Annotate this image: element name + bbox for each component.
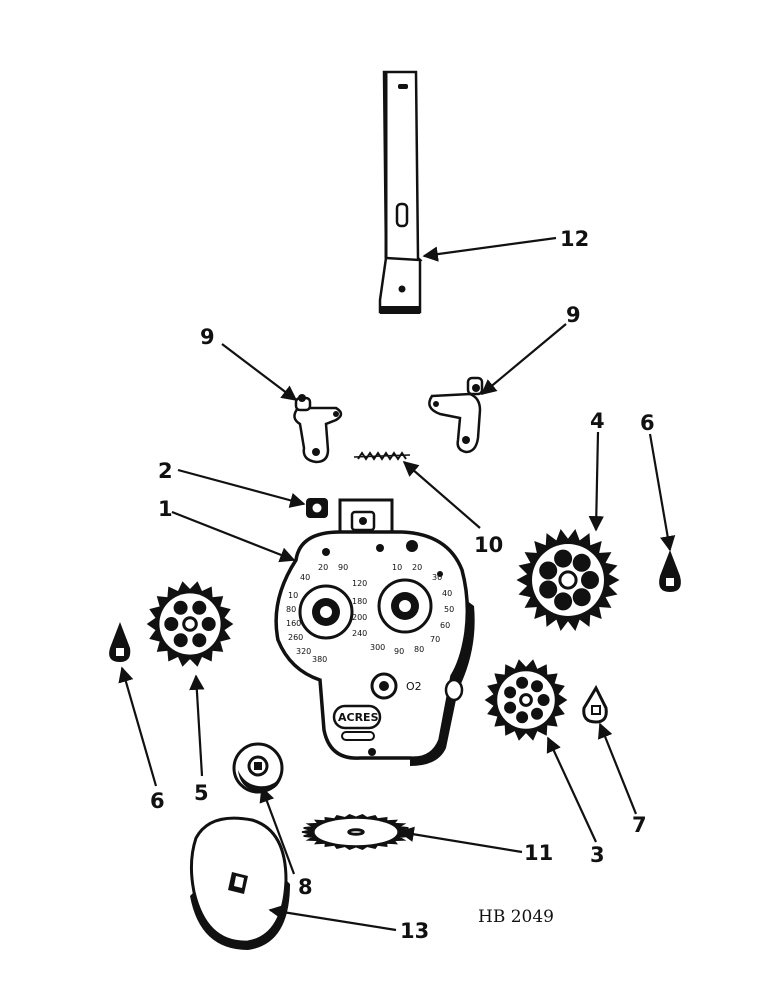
- dial-scale: 10 80 160 260 320 380 40 20 90 120 180 2…: [286, 563, 454, 664]
- part-9-left-arm: [293, 394, 343, 464]
- svg-text:200: 200: [352, 613, 367, 622]
- part-6-right-pawl: [659, 550, 681, 592]
- part-4-gear: [516, 528, 620, 632]
- part-7-pawl: [582, 684, 608, 724]
- part-10-spring: [353, 451, 411, 461]
- svg-text:120: 120: [352, 579, 367, 588]
- callout-12: 12: [560, 227, 589, 251]
- svg-text:10: 10: [392, 563, 402, 572]
- gear-hole: [164, 617, 179, 631]
- callout-2: 2: [158, 459, 173, 483]
- callout-labels: 12 9 9 4 6 2 1 10 6 5 7 3 11 8 13 HB 204…: [150, 227, 655, 943]
- svg-text:260: 260: [288, 633, 303, 642]
- svg-text:30: 30: [432, 573, 442, 582]
- callout-8: 8: [298, 875, 313, 899]
- gear-hole: [192, 633, 207, 648]
- svg-text:80: 80: [414, 645, 424, 654]
- gear-hole: [554, 592, 573, 611]
- svg-text:40: 40: [300, 573, 310, 582]
- part-3-gear: [484, 659, 568, 741]
- svg-text:90: 90: [394, 647, 404, 656]
- gear-hole: [173, 633, 188, 648]
- callout-11: 11: [524, 841, 553, 865]
- gear-hole: [531, 707, 543, 720]
- callout-3: 3: [590, 843, 605, 867]
- part-11-flat-gear: [301, 813, 411, 851]
- part-8-cam: [232, 742, 284, 794]
- svg-text:50: 50: [444, 605, 454, 614]
- part-1-counter-housing: 10 80 160 260 320 380 40 20 90 120 180 2…: [274, 498, 475, 766]
- gear-hole: [539, 580, 558, 599]
- leader-lines: [118, 236, 676, 932]
- callout-1: 1: [158, 497, 173, 521]
- gear-hole: [572, 588, 591, 607]
- gear-hub: [519, 693, 533, 707]
- callout-9-left: 9: [200, 325, 215, 349]
- part-9-right-arm: [428, 376, 484, 454]
- gear-hole: [201, 617, 216, 631]
- svg-text:80: 80: [286, 605, 296, 614]
- gear-hub: [182, 616, 198, 632]
- svg-text:180: 180: [352, 597, 367, 606]
- gear-hole: [537, 694, 550, 706]
- gear-hole: [516, 711, 529, 724]
- gear-hole: [554, 549, 573, 568]
- callout-6-left: 6: [150, 789, 165, 813]
- callout-5: 5: [194, 781, 209, 805]
- svg-text:10: 10: [288, 591, 298, 600]
- callout-9-right: 9: [566, 303, 581, 327]
- gear-hole: [539, 561, 558, 580]
- svg-text:320: 320: [296, 647, 311, 656]
- gear-hole: [572, 553, 591, 572]
- svg-text:160: 160: [286, 619, 301, 628]
- part-5-gear: [146, 581, 234, 667]
- gear-hub: [558, 570, 578, 590]
- gear-hole: [192, 600, 207, 615]
- gear-hole: [516, 676, 529, 689]
- gear-hub: [347, 828, 365, 836]
- callout-4: 4: [590, 409, 605, 433]
- gear-hole: [173, 600, 188, 615]
- part-13-cover: [189, 816, 290, 950]
- svg-text:240: 240: [352, 629, 367, 638]
- part-6-left-pawl: [109, 622, 131, 662]
- svg-text:300: 300: [370, 643, 385, 652]
- part-2-nut: [306, 498, 328, 518]
- svg-text:60: 60: [440, 621, 450, 630]
- gear-hole: [531, 680, 543, 693]
- acres-label: ACRES: [338, 711, 379, 724]
- callout-10: 10: [474, 533, 503, 557]
- gear-hole: [581, 571, 599, 589]
- svg-text:90: 90: [338, 563, 348, 572]
- callout-6-right: 6: [640, 411, 655, 435]
- callout-13: 13: [400, 919, 429, 943]
- gear-hole: [504, 686, 517, 699]
- callout-7: 7: [632, 813, 647, 837]
- svg-text:70: 70: [430, 635, 440, 644]
- dial-mark: O2: [406, 680, 422, 693]
- gear-hole: [504, 701, 517, 714]
- svg-text:40: 40: [442, 589, 452, 598]
- drawing-reference: HB 2049: [478, 907, 554, 927]
- part-12-bracket: [378, 70, 423, 314]
- svg-text:380: 380: [312, 655, 327, 664]
- svg-text:20: 20: [412, 563, 422, 572]
- svg-text:20: 20: [318, 563, 328, 572]
